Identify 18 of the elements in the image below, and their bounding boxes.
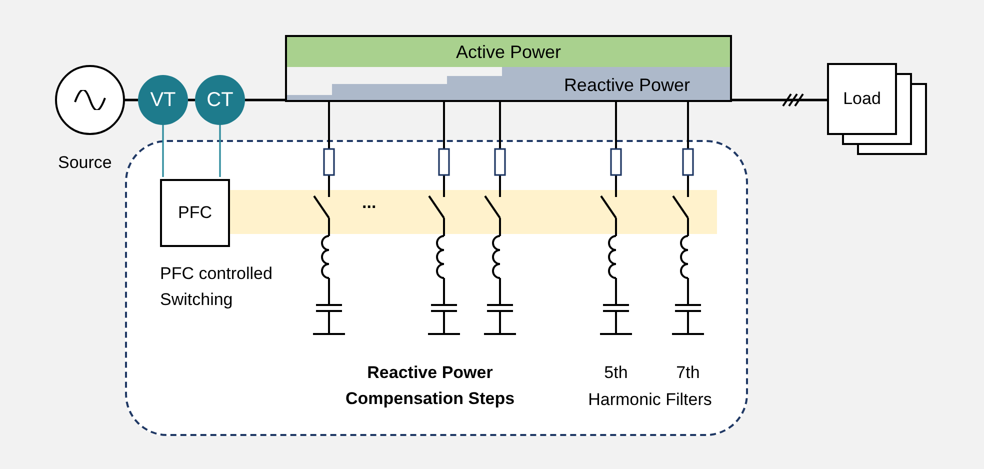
text-label: 7th bbox=[675, 362, 701, 384]
text-label: Reactive Power Compensation Steps bbox=[344, 362, 516, 410]
node-caption: Source bbox=[58, 152, 113, 174]
signal-line bbox=[162, 125, 164, 177]
controller-box: PFC bbox=[160, 179, 230, 247]
bus-line bbox=[188, 98, 195, 102]
text-label: Harmonic Filters bbox=[587, 389, 713, 411]
bus-line bbox=[732, 98, 827, 102]
bus-line bbox=[245, 98, 285, 102]
bus-line bbox=[125, 98, 138, 102]
text-label: 5th bbox=[603, 362, 629, 384]
active-power-bar: Active Power bbox=[287, 37, 730, 67]
power-chart-box bbox=[285, 35, 732, 102]
signal-line bbox=[219, 125, 221, 177]
load-box: Load bbox=[827, 63, 897, 135]
reactive-power-label: Reactive Power bbox=[564, 74, 690, 96]
node-caption: PFC controlled Switching bbox=[160, 263, 274, 311]
text-label: ... bbox=[362, 192, 378, 214]
